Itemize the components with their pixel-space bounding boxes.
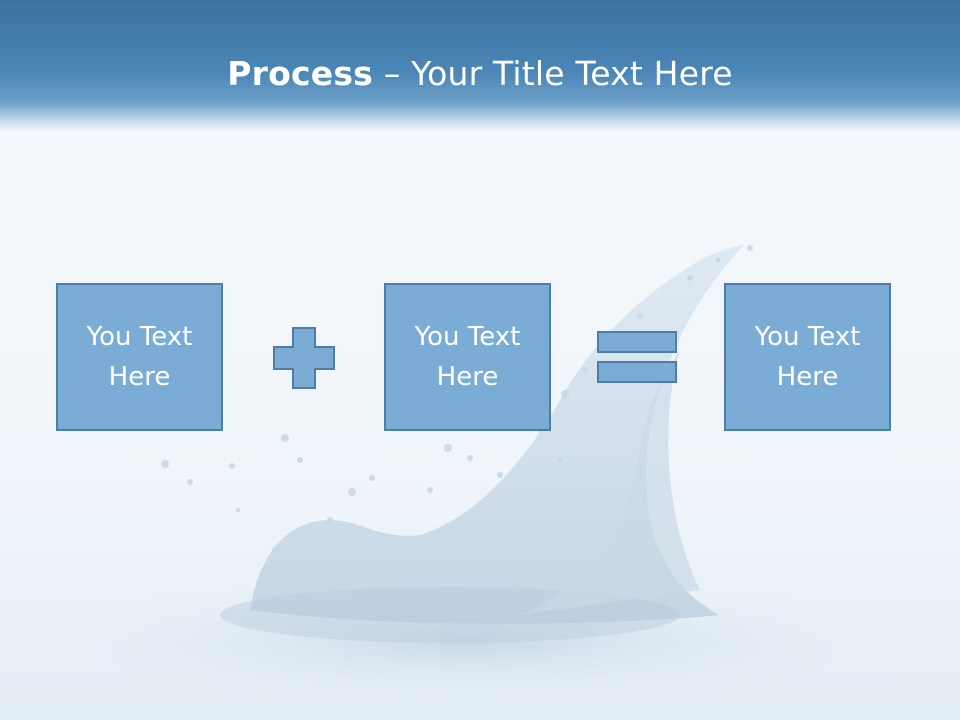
process-box-3-text: You Text Here bbox=[754, 322, 861, 392]
equals-icon bbox=[597, 331, 677, 383]
title-bold: Process bbox=[227, 54, 374, 93]
plus-icon bbox=[273, 327, 335, 389]
process-box-1[interactable]: You Text Here bbox=[56, 283, 223, 431]
process-box-2[interactable]: You Text Here bbox=[384, 283, 551, 431]
process-box-3[interactable]: You Text Here bbox=[724, 283, 891, 431]
slide-title: Process – Your Title Text Here bbox=[0, 52, 960, 96]
header-band bbox=[0, 0, 960, 132]
process-box-1-text: You Text Here bbox=[86, 322, 193, 392]
title-rest: – Your Title Text Here bbox=[373, 54, 733, 93]
process-box-2-text: You Text Here bbox=[414, 322, 521, 392]
